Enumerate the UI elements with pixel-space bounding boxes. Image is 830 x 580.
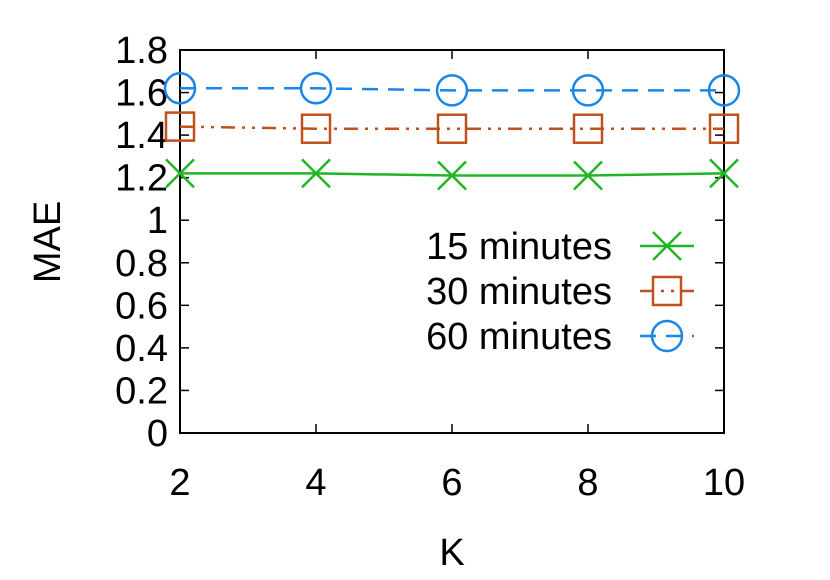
series-30-minutes [164, 111, 740, 144]
legend-label: 15 minutes [426, 226, 612, 268]
data-point-stroke-b [437, 160, 467, 191]
y-tick-label: 0 [147, 413, 168, 455]
legend-marker-stroke-b [652, 231, 682, 261]
data-point-stroke-b [165, 158, 195, 189]
series-line [179, 125, 724, 130]
data-point [436, 113, 468, 144]
series-line [180, 87, 724, 92]
x-tick-label: 6 [441, 462, 462, 504]
plot-layer: 00.20.40.60.811.21.41.61.8 2 4 6 8 10 15 minut… [115, 30, 745, 504]
data-point [435, 74, 469, 107]
data-point-stroke-b [709, 158, 739, 189]
data-point-stroke-b [301, 158, 331, 189]
y-tick-label: 0.8 [115, 243, 168, 285]
x-tick-label: 10 [703, 462, 745, 504]
data-point [572, 113, 604, 144]
x-tick-label: 8 [577, 462, 598, 504]
y-tick-label: 0.2 [115, 370, 168, 412]
legend-label: 60 minutes [426, 316, 612, 358]
data-point [708, 113, 740, 144]
series-60-minutes [163, 72, 741, 107]
data-point [707, 74, 741, 107]
x-axis-title: K [439, 532, 464, 574]
series-15-minutes [165, 158, 739, 191]
data-point [571, 74, 605, 107]
y-tick-label: 0.6 [115, 285, 168, 327]
data-point [299, 72, 333, 105]
legend-marker [651, 275, 683, 307]
y-axis-title: MAE [27, 201, 69, 283]
x-tick-label: 2 [169, 462, 190, 504]
data-point [163, 72, 197, 105]
y-tick-label: 1.6 [115, 73, 168, 115]
y-tick-label: 1 [147, 200, 168, 242]
y-tick-label: 1.4 [115, 115, 168, 157]
x-tick-label: 4 [305, 462, 326, 504]
legend-marker [650, 319, 684, 353]
y-tick-label: 1.2 [115, 158, 168, 200]
data-point [164, 111, 196, 142]
y-tick-label: 1.8 [115, 30, 168, 72]
legend-label: 30 minutes [426, 271, 612, 313]
data-point-stroke-b [573, 160, 603, 191]
data-point [300, 113, 332, 144]
y-tick-label: 0.4 [115, 328, 168, 370]
